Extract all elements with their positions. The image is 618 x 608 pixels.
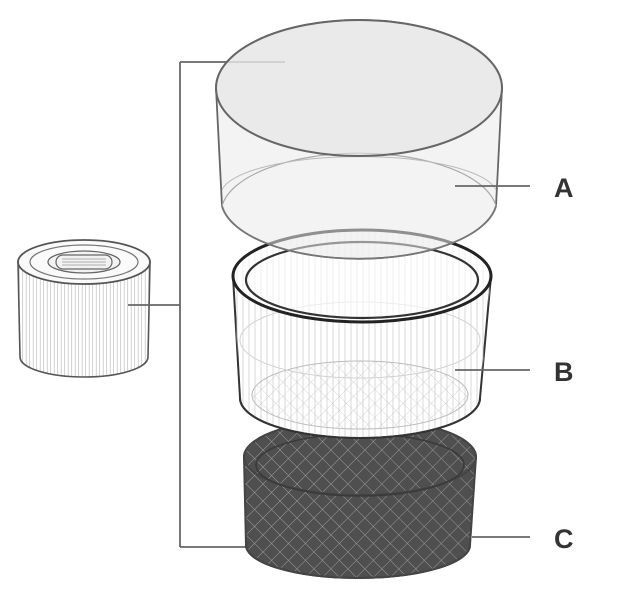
prefilter-sleeve-part-a <box>215 19 503 260</box>
assembled-filter-cartridge <box>17 239 151 378</box>
callout-c: C <box>472 524 574 554</box>
callout-a: A <box>455 173 574 203</box>
callout-b: B <box>455 357 574 387</box>
carbon-filter-part-c <box>242 418 478 579</box>
label-c: C <box>554 524 574 554</box>
hepa-filter-part-b <box>231 228 493 439</box>
label-b: B <box>554 357 574 387</box>
cap-grip-icon <box>55 254 113 270</box>
label-a: A <box>554 173 574 203</box>
